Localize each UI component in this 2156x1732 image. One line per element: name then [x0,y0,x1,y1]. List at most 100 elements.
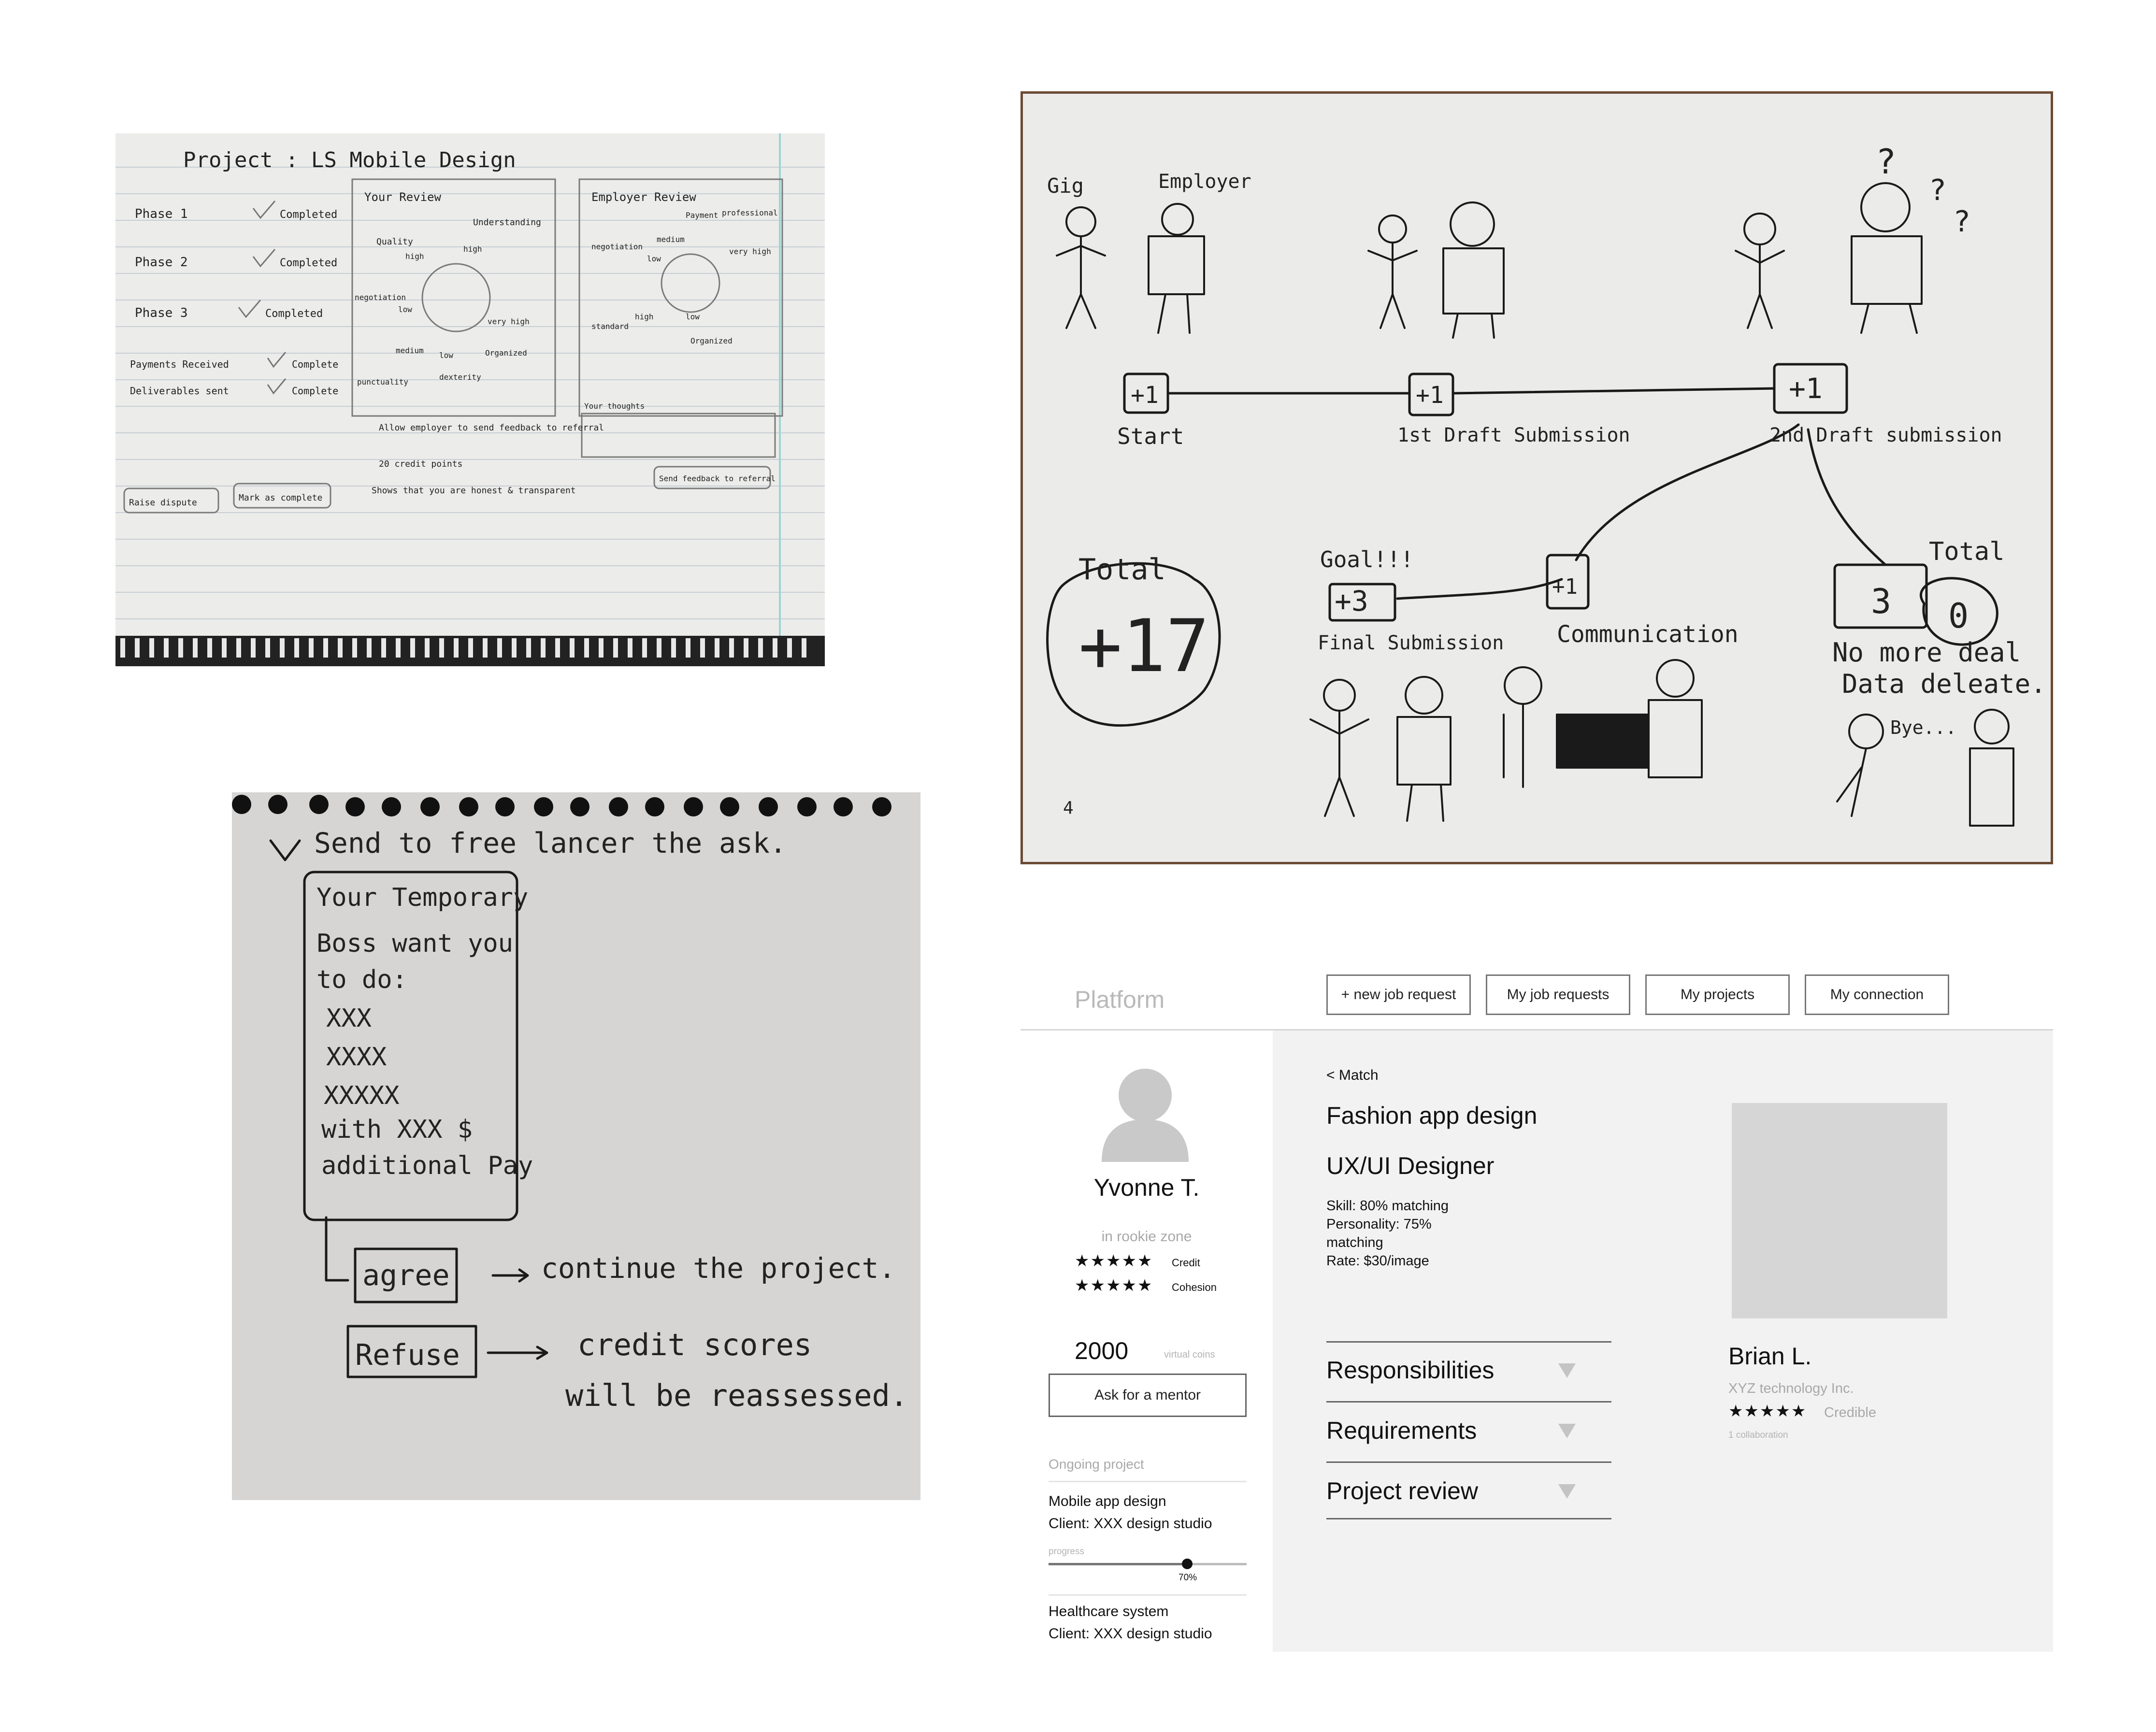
review-sketch-photo: Project : LS Mobile Design Phase 1 Compl… [115,133,825,666]
my-job-requests-button[interactable]: My job requests [1486,974,1630,1015]
my-connection-button[interactable]: My connection [1805,974,1949,1015]
start-label: Start [1117,423,1184,449]
chevron-down-icon[interactable] [1558,1484,1576,1499]
punctuality-text: punctuality [357,377,408,386]
responsibilities-section[interactable]: Responsibilities [1326,1357,1495,1384]
credit-points-text: 20 credit points [379,459,462,469]
chevron-down-icon[interactable] [1558,1363,1576,1378]
back-to-match-link[interactable]: < Match [1326,1067,1379,1083]
no-more-deal-label: No more deal [1832,637,2021,668]
requirements-section[interactable]: Requirements [1326,1417,1477,1444]
divider [1326,1518,1611,1519]
job-title: Fashion app design [1326,1102,1538,1129]
total-label: Total [1078,553,1166,587]
understanding-text: Understanding [473,217,541,228]
phase1-status: Completed [280,209,337,221]
skill-match: Skill: 80% matching [1326,1198,1449,1214]
client-image-placeholder[interactable] [1732,1103,1947,1318]
phase1-text: Phase 1 [135,207,188,221]
chevron-down-icon[interactable] [1558,1424,1576,1438]
final-submission-label: Final Submission [1318,632,1504,654]
virtual-coins-value: 2000 [1075,1337,1129,1364]
svg-text:?: ? [1876,142,1896,182]
cohesion-stars: ★★★★★ [1075,1276,1153,1295]
ask-item-2: XXXX [326,1043,387,1072]
my-projects-button[interactable]: My projects [1645,974,1790,1015]
ask-title: Send to free lancer the ask. [314,827,787,859]
credit-stars: ★★★★★ [1075,1252,1153,1270]
continue-text: continue the project. [541,1252,895,1285]
medium-text-1: medium [396,346,424,355]
page-number: 4 [1063,798,1074,818]
phase3-status: Completed [265,308,323,320]
job-role: UX/UI Designer [1326,1152,1495,1179]
divider [1326,1401,1611,1403]
virtual-coins-label: virtual coins [1164,1349,1215,1360]
payment-text: Payment [686,211,718,220]
divider [1049,1594,1247,1596]
brand-logo: Platform [1075,986,1165,1013]
platform-wireframe: Platform + new job request My job reques… [1021,963,2053,1652]
project-review-section[interactable]: Project review [1326,1477,1478,1504]
client-company: XYZ technology Inc. [1728,1381,1854,1396]
avatar[interactable] [1097,1065,1193,1162]
phase2-status: Completed [280,257,337,269]
client-name: Brian L. [1728,1343,1812,1370]
profile-sidebar: Yvonne T. in rookie zone ★★★★★ Credit ★★… [1021,1031,1273,1652]
start-node-value: +1 [1131,382,1159,409]
profile-name: Yvonne T. [1093,1174,1200,1201]
organized-text: Organized [485,348,527,358]
employer-high-text: high [635,312,654,321]
payments-status: Complete [292,358,338,370]
ask-mentor-button[interactable]: Ask for a mentor [1049,1374,1247,1417]
ask-card-line2: Boss want you [316,929,513,958]
second-draft-node-value: +1 [1789,372,1823,405]
low-text-1: low [398,305,412,314]
second-draft-label: 2nd Draft submission [1769,424,2002,446]
personality-match-cont: matching [1326,1235,1383,1250]
client-stars: ★★★★★ [1728,1402,1807,1420]
timeline-sketch-photo: Gig Employer +1 +1 +1 Start 1st Draft Su… [1021,91,2053,864]
divider [1326,1341,1611,1343]
first-draft-node-value: +1 [1416,382,1444,409]
goal-label: Goal!!! [1320,546,1414,573]
dexterity-text: dexterity [439,372,481,382]
progress-label: progress [1049,1546,1084,1557]
shows-text: Shows that you are honest & transparent [372,486,576,496]
ask-item-1: XXX [326,1004,372,1033]
personality-match: Personality: 75% [1326,1217,1432,1232]
phase3-text: Phase 3 [135,306,188,320]
mark-complete-text: Mark as complete [239,493,322,503]
allow-text: Allow employer to send feedback to refer… [379,423,604,433]
project1-client: Client: XXX design studio [1049,1516,1212,1532]
gig-label: Gig [1047,174,1084,198]
ask-item-3: XXXXX [324,1081,400,1110]
high-text-2: high [463,244,482,254]
progress-handle[interactable] [1182,1559,1193,1569]
high-text-1: high [405,252,424,261]
employer-low-text-2: low [686,312,700,321]
top-nav: Platform + new job request My job reques… [1021,963,2053,1031]
employer-organized-text: Organized [690,336,733,345]
ask-card-line3: to do: [316,965,407,994]
low-text-2: low [439,351,453,360]
employer-review-text: Employer Review [591,190,696,204]
match-panel: < Match Fashion app design UX/UI Designe… [1273,1031,2053,1652]
progress-fill [1049,1563,1187,1565]
project2-name[interactable]: Healthcare system [1049,1603,1169,1619]
your-review-text: Your Review [364,190,441,204]
employer-label: Employer [1158,171,1251,193]
professional-text: professional [722,208,778,217]
new-job-request-button[interactable]: + new job request [1326,974,1471,1015]
bye-label: Bye... [1890,717,1956,738]
ask-with-line: with XXX $ [321,1115,473,1144]
penalty-node-value: 3 [1871,582,1891,621]
negotiation-text: negotiation [355,293,406,302]
agree-box-text: agree [362,1259,450,1292]
profile-zone: in rookie zone [1101,1229,1192,1245]
deliverables-text: Deliverables sent [130,385,229,397]
divider [1326,1461,1611,1463]
project1-name[interactable]: Mobile app design [1049,1493,1166,1509]
total-zero-value: 0 [1948,596,1969,636]
communication-node-value: +1 [1552,574,1578,599]
